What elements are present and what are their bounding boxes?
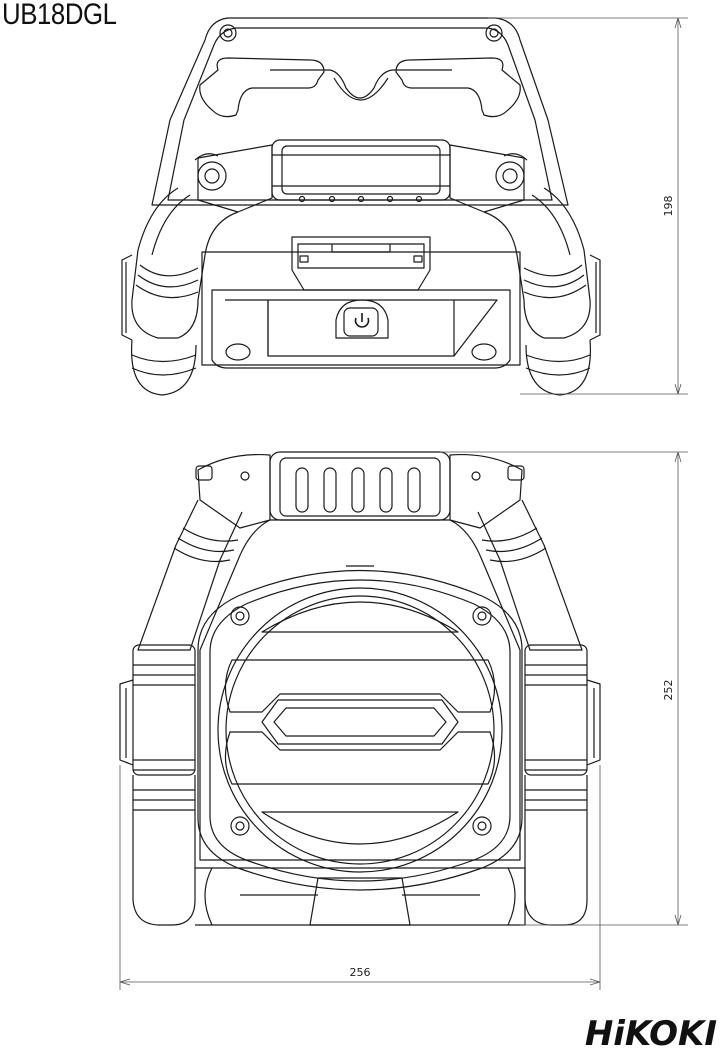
model-title: UB18DGL <box>2 0 117 31</box>
power-icon <box>354 313 370 328</box>
top-view <box>121 17 601 396</box>
dimension-252: 252 <box>662 680 675 701</box>
hikoki-logo: HiKOKI <box>585 1014 717 1051</box>
dimension-198: 198 <box>662 196 675 217</box>
brand-logo-text: HiKOKI <box>585 1014 717 1051</box>
dimension-256: 256 <box>350 966 371 979</box>
front-view <box>119 451 601 926</box>
dimension-lines <box>119 17 688 990</box>
